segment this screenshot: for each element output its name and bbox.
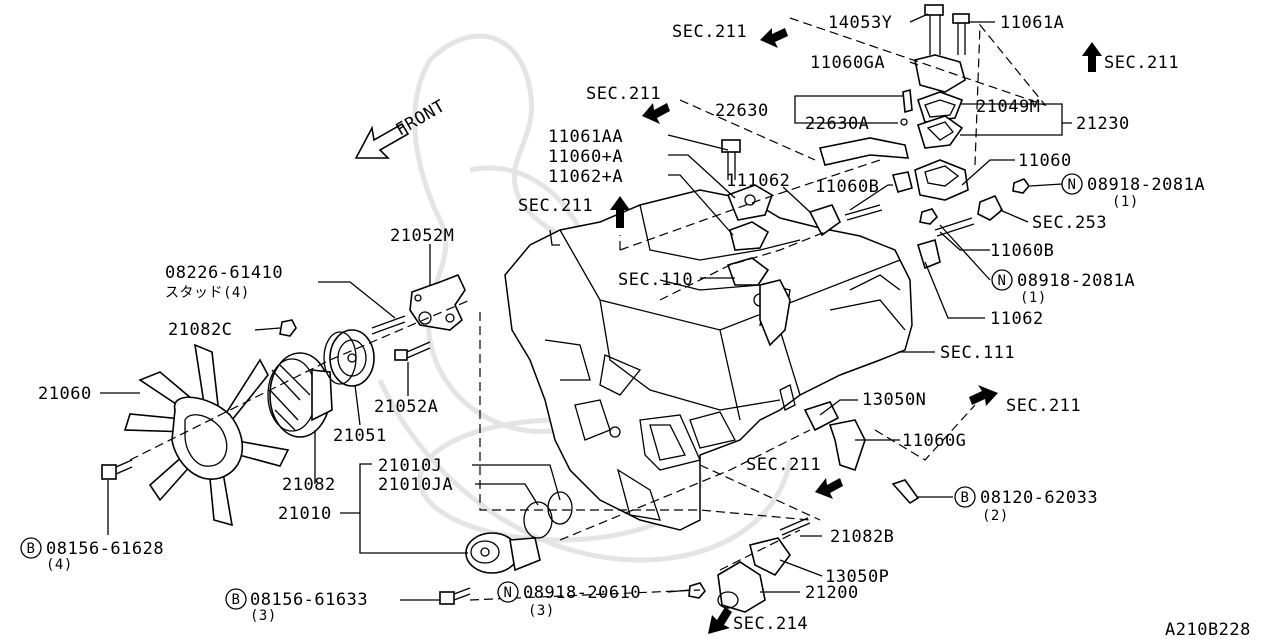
label-08156-61633-qty: (3) (250, 608, 277, 624)
svg-text:B: B (232, 592, 241, 608)
label-11062pA: 11062+A (548, 167, 623, 187)
label-22630A: 22630A (805, 114, 869, 134)
label-11060B-a: 11060B (815, 177, 879, 197)
svg-text:B: B (27, 541, 36, 557)
label-sec110: SEC.110 (618, 270, 693, 290)
inlet-mid-parts (721, 139, 791, 347)
label-08918-2081A-a-qty: (1) (1112, 194, 1139, 210)
engine-block (504, 189, 913, 531)
label-13050P: 13050P (825, 567, 889, 587)
front-arrow (354, 122, 410, 159)
label-08226-61410: 08226-61410 (165, 263, 283, 283)
label-sec211-b: SEC.211 (586, 84, 661, 104)
bolt-prefix-circle: B (225, 588, 247, 610)
label-sec211-c: SEC.211 (518, 196, 593, 216)
sec111-rear-parts (803, 401, 920, 505)
arrow-sec214 (708, 607, 732, 634)
label-21060: 21060 (38, 384, 92, 404)
label-21082C: 21082C (168, 320, 232, 340)
label-22630: 22630 (715, 101, 769, 121)
label-21049M: 21049M (976, 97, 1040, 117)
svg-text:N: N (1068, 177, 1077, 193)
arrow-sec211-c (610, 196, 630, 228)
front-label: FRONT (393, 96, 449, 140)
nut-prefix-circle: N (991, 269, 1013, 291)
water-inlet-21200 (717, 517, 811, 613)
label-21052A: 21052A (374, 397, 438, 417)
label-08120-62033: 08120-62033 (980, 488, 1098, 508)
label-stud-qty: スタッド(4) (165, 285, 250, 301)
label-11060G: 11060G (902, 431, 966, 451)
label-11061AA: 11061AA (548, 127, 623, 147)
diagram-code: A210B228 (1165, 620, 1251, 639)
label-11060: 11060 (1018, 151, 1072, 171)
arrow-sec211-top (760, 28, 788, 48)
label-11061A: 11061A (1000, 13, 1064, 33)
label-sec214: SEC.214 (733, 614, 808, 634)
arrow-sec211-b (642, 103, 670, 124)
prefix-circles: N N B B B N (20, 173, 1083, 610)
label-sec211-topright: SEC.211 (1104, 53, 1179, 73)
svg-text:B: B (961, 490, 970, 506)
label-08156-61628: 08156-61628 (46, 539, 164, 559)
label-08918-2081A-b-qty: (1) (1020, 290, 1047, 306)
section-arrows (354, 28, 1102, 634)
label-11060pA: 11060+A (548, 147, 623, 167)
leader-lines (100, 13, 1072, 601)
label-sec253: SEC.253 (1032, 213, 1107, 233)
label-21082B: 21082B (830, 527, 894, 547)
nut-21082C (279, 319, 297, 337)
label-21082: 21082 (282, 475, 336, 495)
fan-bracket-21052M (409, 273, 466, 331)
thermostat-housing (808, 4, 1031, 270)
water-pump-21010 (465, 491, 573, 574)
arrow-sec211-e (815, 478, 843, 499)
label-21200: 21200 (805, 583, 859, 603)
bolt-prefix-circle: B (954, 486, 976, 508)
label-11062: 11062 (990, 309, 1044, 329)
label-sec211-d: SEC.211 (1006, 396, 1081, 416)
bolt-08156-61633 (439, 587, 471, 605)
label-08156-61633: 08156-61633 (250, 590, 368, 610)
label-08918-20610-qty: (3) (528, 603, 555, 619)
fan-clutch-21082 (267, 352, 333, 438)
label-08918-2081A-b: 08918-2081A (1017, 271, 1135, 291)
label-21051: 21051 (333, 426, 387, 446)
label-08918-20610: 08918-20610 (523, 583, 641, 603)
label-sec211-e: SEC.211 (746, 455, 821, 475)
label-sec111: SEC.111 (940, 343, 1015, 363)
label-13050N: 13050N (862, 390, 926, 410)
label-08918-2081A-a: 08918-2081A (1087, 175, 1205, 195)
bolt-prefix-circle: B (20, 537, 42, 559)
label-111062: 111062 (726, 171, 790, 191)
nut-prefix-circle: N (1061, 173, 1083, 195)
label-11060GA: 11060GA (810, 53, 885, 73)
label-08120-62033-qty: (2) (982, 508, 1009, 524)
label-21010: 21010 (278, 504, 332, 524)
svg-text:N: N (998, 273, 1007, 289)
svg-text:N: N (504, 585, 513, 601)
label-08156-61628-qty: (4) (46, 557, 73, 573)
pulley-21051 (323, 329, 375, 387)
label-14053Y: 14053Y (828, 13, 892, 33)
label-sec211-top: SEC.211 (672, 22, 747, 42)
label-21230: 21230 (1076, 114, 1130, 134)
arrow-sec211-d (969, 385, 998, 406)
label-11060B-b: 11060B (990, 241, 1054, 261)
label-21010J: 21010J (378, 456, 442, 476)
arrow-sec211-topright (1082, 42, 1102, 72)
assembly-lines (129, 17, 1047, 601)
bolt-08156-61628 (101, 459, 133, 480)
label-21052M: 21052M (390, 226, 454, 246)
label-21010JA: 21010JA (378, 475, 453, 495)
callout-labels: 14053Y 11061A SEC.211 SEC.211 11060GA SE… (38, 13, 1251, 639)
bolt-21052A (394, 341, 431, 361)
stud-08226 (371, 315, 406, 335)
cooling-fan-21060 (123, 343, 290, 527)
nut-prefix-circle: N (497, 581, 519, 603)
